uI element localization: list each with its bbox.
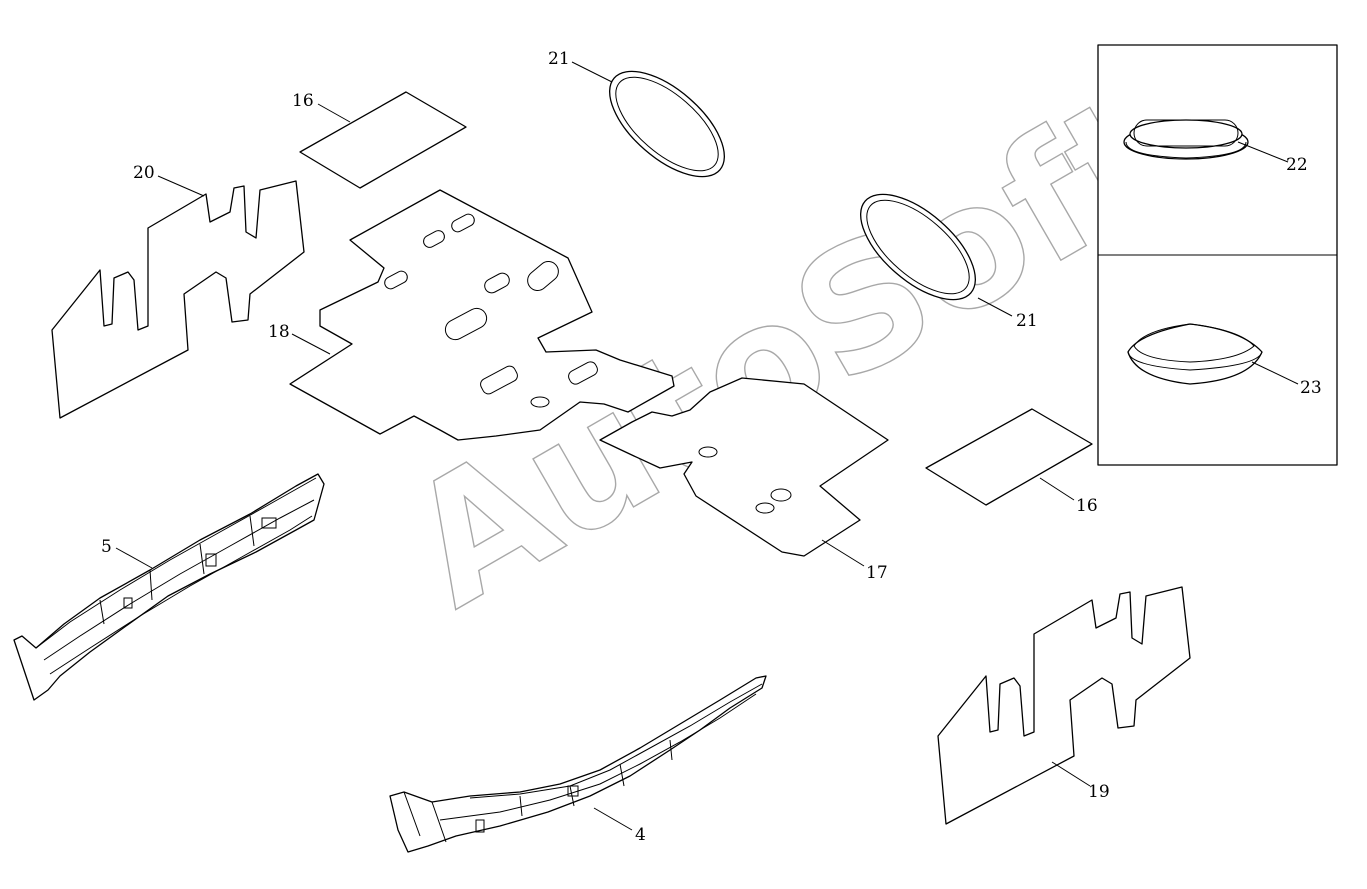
part-5-rail — [13, 473, 325, 701]
part-21-oval-grommet-top — [609, 70, 725, 178]
callout-16-top: 16 — [292, 91, 314, 111]
part-19-insulator-right — [937, 586, 1191, 825]
part-20-insulator-left — [51, 180, 305, 419]
leader-lines — [115, 61, 1299, 831]
inset-box — [1097, 44, 1338, 466]
callout-16-right: 16 — [1076, 496, 1098, 516]
callout-20: 20 — [133, 163, 155, 183]
part-4-rail — [389, 675, 767, 853]
part-21-oval-grommet-right — [860, 193, 976, 301]
part-18-floor-mat — [289, 189, 675, 441]
part-17-floor-mat — [599, 377, 889, 557]
callout-labels: 16 21 20 18 21 22 23 16 17 5 4 19 — [101, 49, 1322, 845]
callout-5: 5 — [101, 537, 112, 557]
part-23-plug — [1127, 323, 1263, 385]
callout-17: 17 — [866, 563, 888, 583]
callout-19: 19 — [1088, 782, 1110, 802]
callout-21-right: 21 — [1016, 311, 1038, 331]
callout-18: 18 — [268, 322, 290, 342]
callout-21-top: 21 — [548, 49, 570, 69]
callout-22: 22 — [1286, 155, 1308, 175]
callout-4: 4 — [635, 825, 646, 845]
callout-23: 23 — [1300, 378, 1322, 398]
part-16-pad-right — [925, 408, 1093, 506]
part-22-plug — [1123, 119, 1249, 160]
part-16-pad-top — [299, 91, 467, 189]
